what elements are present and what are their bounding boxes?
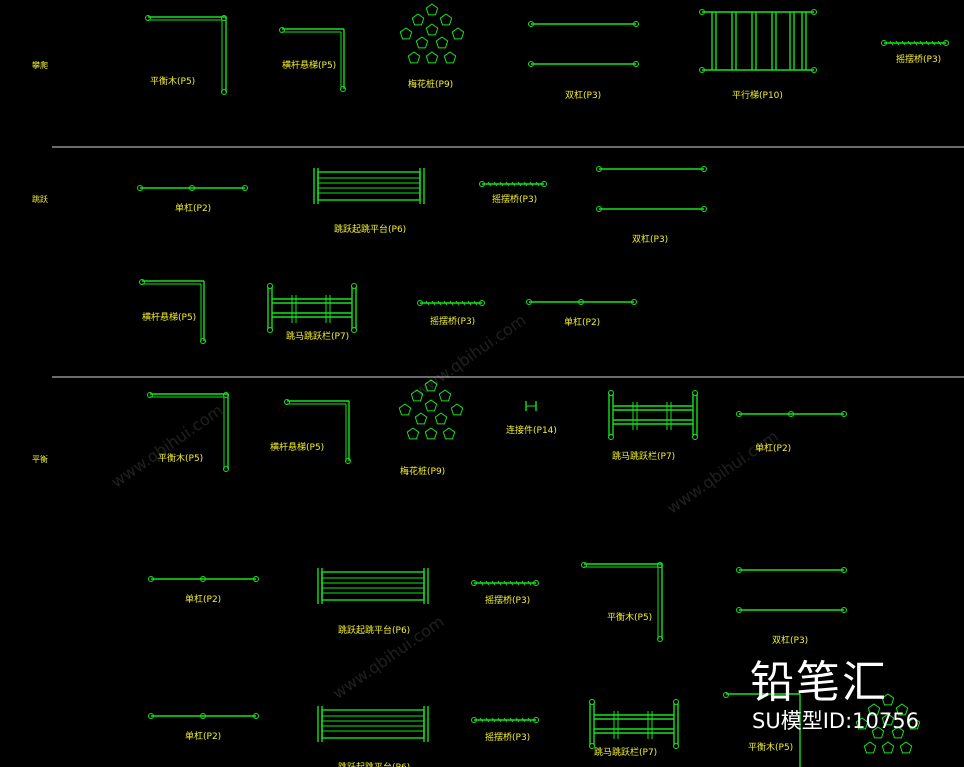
watermark-site: www.qbihui.com: [108, 400, 227, 491]
single-bar-label: 单杠(P2): [185, 593, 221, 605]
hurdle-fence-symbol: [607, 389, 699, 441]
jump-platform-symbol: [313, 167, 425, 205]
jump-platform-symbol: [317, 567, 429, 605]
row-label-balance: 平衡: [32, 454, 48, 464]
watermark-site: www.qbihui.com: [663, 427, 782, 518]
parallel-bars-label: 双杠(P3): [632, 233, 668, 245]
balance-beam-symbol: [723, 692, 801, 767]
rope-bridge-label: 摇摆桥(P3): [492, 193, 537, 205]
model-id-watermark: SU模型ID:10756: [752, 709, 919, 733]
connector-symbol: [525, 401, 537, 411]
parallel-bars-symbol: [527, 20, 640, 68]
single-bar-label: 单杠(P2): [185, 730, 221, 742]
hurdle-fence-symbol: [266, 282, 358, 334]
jump-platform-label: 跳跃起跳平台(P6): [338, 761, 410, 767]
rope-bridge-label: 摇摆桥(P3): [485, 731, 530, 743]
parallel-bars-label: 双杠(P3): [565, 89, 601, 101]
overhead-ladder-symbol: [278, 26, 347, 93]
overhead-ladder-label: 横杆悬梯(P5): [142, 311, 196, 323]
hurdle-fence-symbol: [588, 698, 680, 750]
brand-watermark: 铅笔汇: [750, 657, 888, 708]
hurdle-fence-label: 跳马跳跃栏(P7): [286, 330, 349, 342]
overhead-ladder-symbol: [283, 398, 352, 465]
parallel-bars-label: 双杠(P3): [772, 634, 808, 646]
rope-bridge-symbol: [470, 716, 540, 724]
single-bar-symbol: [147, 575, 260, 583]
single-bar-label: 单杠(P2): [755, 442, 791, 454]
rope-bridge-symbol: [880, 39, 950, 47]
overhead-ladder-label: 横杆悬梯(P5): [282, 59, 336, 71]
single-bar-label: 单杠(P2): [564, 316, 600, 328]
stepping-posts-symbol: [400, 4, 463, 63]
jump-platform-label: 跳跃起跳平台(P6): [334, 223, 406, 235]
single-bar-symbol: [735, 410, 848, 418]
rope-bridge-symbol: [478, 180, 548, 188]
stepping-posts-label: 梅花桩(P9): [400, 465, 445, 477]
stepping-posts-label: 梅花桩(P9): [408, 78, 453, 90]
balance-beam-label: 平衡木(P5): [158, 452, 203, 464]
balance-beam-label: 平衡木(P5): [150, 75, 195, 87]
hurdle-fence-label: 跳马跳跃栏(P7): [594, 746, 657, 758]
balance-beam-label: 平衡木(P5): [607, 611, 652, 623]
rope-bridge-symbol: [416, 299, 486, 307]
parallel-bars-symbol: [595, 165, 708, 213]
row-label-jump: 跳跃: [32, 194, 48, 204]
overhead-ladder-symbol: [138, 278, 207, 345]
horizontal-ladder-label: 平行梯(P10): [732, 89, 783, 101]
rope-bridge-label: 摇摆桥(P3): [485, 594, 530, 606]
single-bar-symbol: [136, 184, 249, 192]
balance-beam-symbol: [580, 561, 664, 643]
rope-bridge-symbol: [470, 579, 540, 587]
hurdle-fence-label: 跳马跳跃栏(P7): [612, 450, 675, 462]
balance-beam-label: 平衡木(P5): [748, 741, 793, 753]
rope-bridge-label: 摇摆桥(P3): [430, 315, 475, 327]
single-bar-symbol: [147, 712, 260, 720]
rope-bridge-label: 摇摆桥(P3): [896, 53, 941, 65]
single-bar-symbol: [525, 298, 638, 306]
connector-label: 连接件(P14): [506, 424, 557, 436]
watermark-pattern: www.qbihui.com www.qbihui.com www.qbihui…: [108, 310, 782, 703]
parallel-bars-symbol: [735, 566, 848, 614]
horizontal-ladder-symbol: [698, 8, 818, 74]
row-label-climb: 攀爬: [32, 60, 48, 70]
overhead-ladder-label: 横杆悬梯(P5): [270, 441, 324, 453]
single-bar-label: 单杠(P2): [175, 202, 211, 214]
jump-platform-label: 跳跃起跳平台(P6): [338, 624, 410, 636]
jump-platform-symbol: [317, 705, 429, 743]
